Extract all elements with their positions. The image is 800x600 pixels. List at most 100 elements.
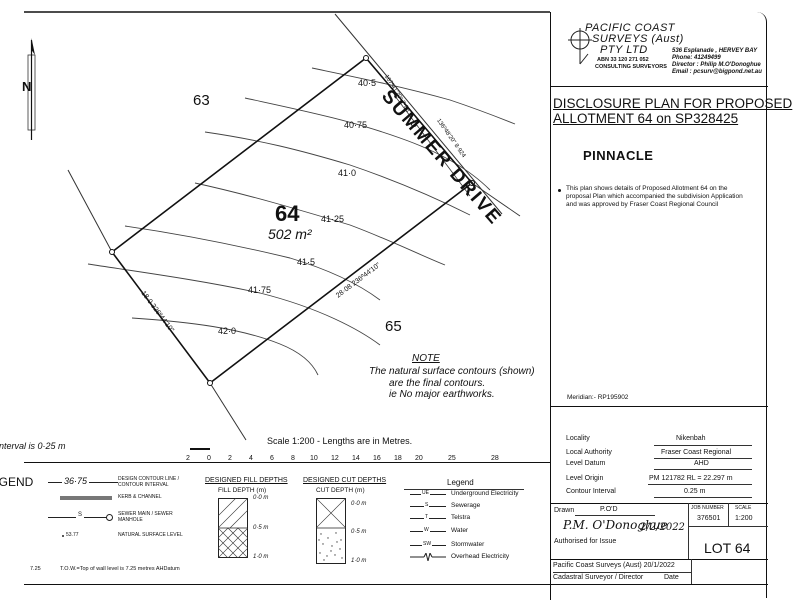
- north-label: N: [22, 79, 32, 94]
- service-label: Water: [451, 527, 469, 534]
- firm-address: 536 Esplanade , HERVEY BAY: [672, 48, 758, 54]
- scale-tick: 20: [415, 455, 423, 462]
- lot-number: 64: [275, 201, 300, 226]
- plan-title-line1: DISCLOSURE PLAN FOR PROPOSED: [553, 96, 793, 111]
- scale-value: 1:200: [735, 515, 753, 522]
- authorised-label: Authorised for Issue: [554, 538, 617, 545]
- manhole-icon: [106, 514, 113, 521]
- nsl-symbol-value: 53.77: [66, 532, 79, 538]
- plan-area: SUMMER DRIVE N 63 65 64 502 m² 40·5 40·7…: [0, 11, 550, 451]
- scale-tick: 25: [448, 455, 456, 462]
- cut-label: 0·0 m: [351, 501, 367, 507]
- firm-name-line3: PTY LTD: [600, 44, 648, 56]
- kerb-symbol: [60, 496, 112, 500]
- scale-tick: 14: [352, 455, 360, 462]
- firm-abn: ABN 33 120 271 052: [597, 57, 649, 63]
- sewer-symbol-code: S: [76, 512, 85, 518]
- firm-director: Director : Philip M.O'Donoghue: [672, 62, 761, 68]
- scale-tick: 12: [331, 455, 339, 462]
- fill-title: DESIGNED FILL DEPTHS: [205, 477, 288, 484]
- locality-label: Locality: [566, 435, 590, 442]
- firm-name-line1: PACIFIC COAST: [585, 22, 676, 34]
- contour-label: 41·75: [248, 285, 272, 295]
- service-code: UE: [421, 490, 430, 496]
- lot-area: 502 m²: [268, 226, 312, 242]
- locality-value: Nikenbah: [676, 435, 706, 442]
- interval-value: 0.25 m: [684, 488, 706, 495]
- north-arrow-icon: [27, 38, 36, 140]
- service-label: Underground Electricity: [451, 490, 519, 497]
- cut-title: DESIGNED CUT DEPTHS: [303, 477, 387, 484]
- fill-label: 0·5 m: [253, 525, 269, 531]
- scale-tick: 16: [373, 455, 381, 462]
- note-line: The natural surface contours (shown): [369, 366, 535, 377]
- legend-item-text: DESIGN CONTOUR LINE / CONTOUR INTERVAL: [118, 476, 180, 488]
- bullet-icon: [558, 189, 561, 192]
- plan-title-line2: ALLOTMENT 64 on SP328425: [553, 111, 739, 126]
- note-line: ie No major earthworks.: [389, 389, 495, 400]
- note-title: NOTE: [412, 353, 440, 364]
- lot-65-label: 65: [385, 318, 402, 335]
- cut-depth-swatch: [316, 498, 346, 564]
- legend-item-text: NATURAL SURFACE LEVEL: [118, 532, 183, 538]
- company-logo: [568, 28, 592, 65]
- cut-sub: CUT DEPTH (m): [316, 487, 365, 494]
- service-label: Overhead Electricity: [451, 553, 510, 560]
- service-code: S: [424, 502, 430, 508]
- firm-tagline: CONSULTING SURVEYORS: [595, 64, 667, 70]
- scale-tick: 2: [186, 455, 190, 462]
- legend-item-text: SEWER MAIN / SEWER MANHOLE: [118, 511, 173, 523]
- firm-email: Email : pcsurv@bigpond.net.au: [672, 69, 762, 75]
- estate-name: PINNACLE: [583, 148, 654, 163]
- details-table: Locality Nikenbah Local Authority Fraser…: [566, 432, 766, 502]
- lot-boundary-line: [209, 382, 247, 441]
- service-code: SW: [422, 541, 433, 547]
- interval-label: Contour Interval: [566, 488, 616, 495]
- legend-heading: LEGEND: [0, 475, 34, 489]
- drawn-label: Drawn: [554, 507, 575, 514]
- overhead-electricity-icon: [410, 553, 446, 561]
- contour-label: 42·0: [218, 326, 237, 336]
- service-label: Stormwater: [451, 541, 485, 548]
- datum-label: Level Datum: [566, 460, 606, 467]
- job-number-label: JOB NUMBER: [691, 505, 724, 511]
- plan-description: This plan shows details of Proposed Allo…: [566, 185, 743, 208]
- service-code: T: [424, 514, 430, 520]
- scale-tick: 28: [491, 455, 499, 462]
- origin-label: Level Origin: [566, 475, 604, 482]
- service-code: W: [423, 527, 430, 533]
- lot-boundary-line: [67, 169, 113, 253]
- meridian: Meridian:- RP195902: [567, 394, 629, 401]
- firm-date: Pacific Coast Surveys (Aust) 20/1/2022: [553, 562, 675, 569]
- scale-tick: 18: [394, 455, 402, 462]
- job-number-value: 376501: [697, 515, 721, 522]
- plan-drawing: [24, 11, 550, 450]
- scale-tick: 0: [207, 455, 211, 462]
- signature: P.M. O'Donoghue: [563, 518, 668, 532]
- scale-ticks: 2 0 2 4 6 8 10 12 14 16 18 20 25 28: [186, 455, 506, 467]
- authority-value: Fraser Coast Regional: [661, 449, 732, 456]
- lot-boundary-line: [471, 182, 521, 217]
- note-line: are the final contours.: [389, 378, 486, 389]
- scale-label: Scale 1:200 - Lengths are in Metres.: [267, 436, 413, 446]
- firm-name-line2: SURVEYS (Aust): [592, 33, 684, 45]
- contour-interval-note: Contour Interval is 0·25 m: [0, 441, 66, 451]
- scale-tick: 4: [249, 455, 253, 462]
- lot-63-label: 63: [193, 92, 210, 109]
- scale-tick: 8: [291, 455, 295, 462]
- origin-value: PM 121782 RL = 22.297 m: [649, 475, 733, 482]
- tow-text: T.O.W.=Top of wall level is 7.25 metres …: [60, 566, 180, 572]
- contour-symbol-value: 36·75: [62, 476, 90, 486]
- fill-label: 0·0 m: [253, 495, 269, 501]
- firm-phone: Phone: 41249499: [672, 55, 721, 61]
- service-label: Telstra: [451, 514, 471, 521]
- contour-label: 41·25: [321, 214, 345, 224]
- nsl-dot-icon: [62, 535, 64, 537]
- cut-label: 1·0 m: [351, 558, 367, 564]
- authority-label: Local Authority: [566, 449, 612, 456]
- drawn-value: P.O'D: [600, 506, 618, 513]
- scale-tick: 2: [228, 455, 232, 462]
- date-label: Date: [664, 574, 679, 581]
- services-legend-heading: Legend: [447, 478, 474, 487]
- contour-label: 41·5: [297, 257, 316, 267]
